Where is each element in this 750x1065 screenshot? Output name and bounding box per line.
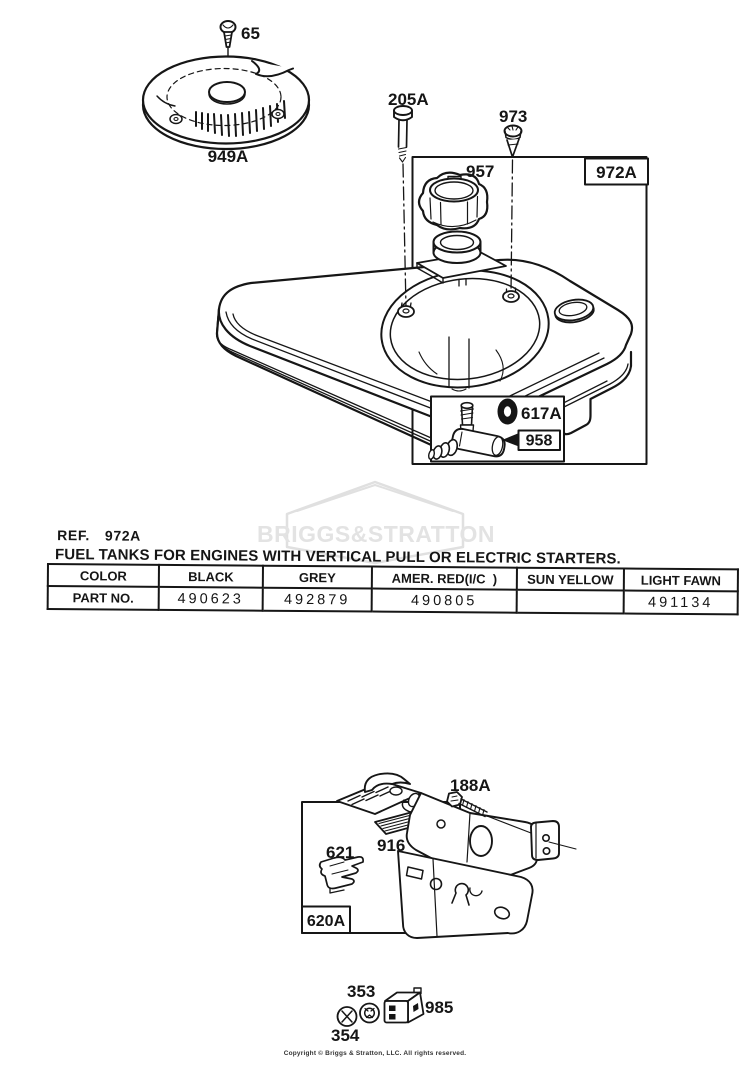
bolt-188a-drawing [446,791,532,834]
part-label-972a: 972A [596,163,637,182]
part-label-985: 985 [425,998,453,1017]
part-label-188a: 188A [450,776,491,795]
table-cell-part-amer-red: 490805 [371,588,517,613]
part-label-958: 958 [526,433,553,450]
locknut-354-drawing [336,1006,358,1027]
briggs-stratton-watermark: BRIGGS&STRATTON [257,480,495,565]
small-parts-drawing [336,987,425,1027]
table-cell-color-sun-yellow: SUN YELLOW [516,567,624,591]
part-label-205a: 205A [388,90,429,109]
valve-detail-box [427,395,565,463]
table-cell-color-label: COLOR [47,564,159,587]
part-label-949a: 949A [208,147,249,166]
cover-949a-drawing [141,55,311,151]
screw-973-drawing [503,124,523,158]
washer-353-drawing [359,1002,380,1024]
table-cell-part-grey: 492879 [262,587,372,612]
part-label-957: 957 [466,162,494,181]
table-cell-color-amer-red: AMER. RED(I/C ) [371,566,517,590]
leader-lines [397,159,520,318]
part-label-354: 354 [331,1026,360,1045]
table-part-number-row: PART NO. 490623 492879 490805 491134 [47,586,738,615]
table-cell-part-black: 490623 [158,586,263,611]
part-label-916: 916 [377,836,405,855]
part-label-65: 65 [241,24,260,43]
table-cell-partno-label: PART NO. [47,586,159,610]
switch-985-drawing [383,987,425,1024]
table-cell-part-sun-yellow [516,589,624,614]
table-cell-color-grey: GREY [262,565,372,589]
part-label-620a: 620A [307,913,346,930]
table-cell-color-black: BLACK [158,564,263,588]
part-label-621: 621 [326,843,354,862]
fuel-tank-drawing [215,230,634,456]
watermark-text: BRIGGS&STRATTON [257,521,495,547]
table-cell-color-light-fawn: LIGHT FAWN [623,568,738,592]
part-label-353: 353 [347,982,375,1001]
ref-value: 972A [104,527,141,544]
label-box-972a: 972A [584,157,649,186]
fuel-cap-957-drawing [417,171,489,231]
copyright-text: Copyright © Briggs & Stratton, LLC. All … [283,1050,467,1057]
arrow-to-valve [502,433,519,446]
part-label-617a: 617A [521,404,562,423]
ref-label: REF. [57,527,91,544]
ref-line: REF. 972A [57,527,141,544]
table-cell-part-light-fawn: 491134 [623,590,738,615]
bracket-assembly-drawing [301,772,577,939]
bolt-205a-drawing [393,105,413,163]
fuel-tank-color-table: COLOR BLACK GREY AMER. RED(I/C ) SUN YEL… [47,563,739,615]
clip-621-drawing [318,856,364,894]
part-label-973: 973 [499,107,527,126]
